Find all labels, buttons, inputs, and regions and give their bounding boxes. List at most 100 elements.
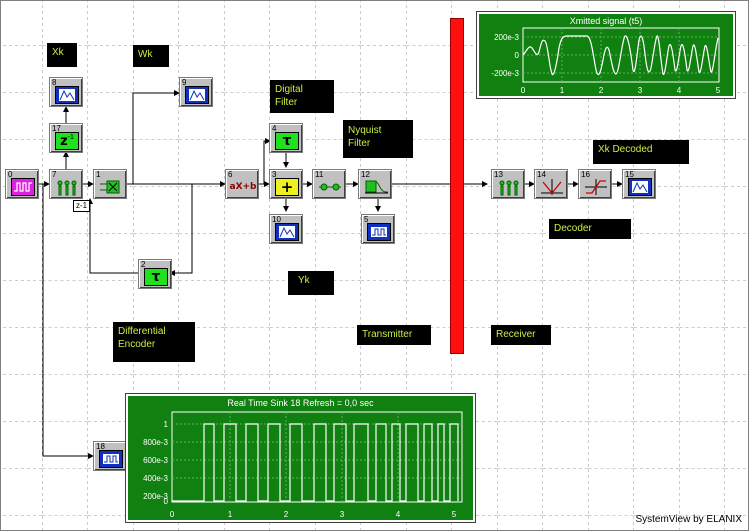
x-tick-label: 2 xyxy=(599,86,604,95)
y-tick-label: 200e-3 xyxy=(143,492,168,501)
y-tick-label: -200e-3 xyxy=(491,69,519,78)
block-number: 11 xyxy=(315,170,324,179)
plot-frame xyxy=(171,411,463,503)
label-transmitter: Transmitter xyxy=(357,325,431,345)
block-15-analysis-sink[interactable]: 15 xyxy=(622,169,656,199)
block-number: 5 xyxy=(364,215,369,224)
block-16-limiter[interactable]: 16 xyxy=(578,169,612,199)
real-time-sink-plot[interactable]: Real Time Sink 18 Refresh = 0,0 sec 1 80… xyxy=(125,393,476,523)
x-tick-label: 3 xyxy=(638,86,643,95)
x-tick-label: 1 xyxy=(228,510,233,519)
y-tick-label: 0 xyxy=(164,497,169,506)
pulse-train-icon xyxy=(11,178,35,196)
y-tick-label: 400e-3 xyxy=(143,474,168,483)
z-inverse-icon: z-1 xyxy=(55,132,79,150)
tau-glyph: τ xyxy=(282,133,292,149)
analysis-sink-icon xyxy=(275,223,299,241)
credit-text: SystemView by ELANIX xyxy=(635,514,742,525)
block-10-analysis-sink[interactable]: 10 xyxy=(269,214,303,244)
x-tick-label: 4 xyxy=(677,86,682,95)
label-digital-filter: Digital Filter xyxy=(270,80,334,113)
lowpass-filter-icon xyxy=(364,178,388,196)
block-number: 16 xyxy=(581,170,590,179)
block-2-delay[interactable]: 2 τ xyxy=(138,259,172,289)
block-number: 14 xyxy=(537,170,546,179)
sample-hold-icon xyxy=(318,178,342,196)
block-9-analysis-sink[interactable]: 9 xyxy=(179,77,213,107)
adder-plus-icon: + xyxy=(275,178,299,196)
block-1-adder-xor[interactable]: 1 xyxy=(93,169,127,199)
block-number: 18 xyxy=(96,442,105,451)
block-17-unit-delay[interactable]: 17 z-1 xyxy=(49,123,83,153)
block-number: 15 xyxy=(625,170,634,179)
square-wave-trace xyxy=(172,423,459,502)
label-differential-encoder: Differential Encoder xyxy=(113,322,195,362)
label-nyquist-filter: Nyquist Filter xyxy=(343,120,413,158)
z-glyph: z xyxy=(60,133,68,149)
label-wk: Wk xyxy=(133,45,169,67)
analysis-sink-icon xyxy=(55,86,79,104)
y-tick-label: 0 xyxy=(515,51,520,60)
block-number: 0 xyxy=(8,170,13,179)
label-yk: Yk xyxy=(288,271,334,295)
transmitter-receiver-divider xyxy=(450,18,464,354)
label-xk: Xk xyxy=(47,43,77,67)
delay-tag: z-1 xyxy=(73,200,91,212)
x-tick-label: 1 xyxy=(560,86,565,95)
block-number: 13 xyxy=(494,170,503,179)
plus-glyph: + xyxy=(280,178,294,196)
tau-glyph: τ xyxy=(151,269,161,285)
sampler-icon xyxy=(55,178,79,196)
block-5-real-time-sink[interactable]: 5 xyxy=(361,214,395,244)
block-number: 8 xyxy=(52,78,57,87)
block-4-delay[interactable]: 4 τ xyxy=(269,123,303,153)
wire-1-9[interactable] xyxy=(132,90,180,184)
label-decoder: Decoder xyxy=(549,219,631,239)
block-number: 17 xyxy=(52,124,61,133)
block-number: 2 xyxy=(141,260,146,269)
y-tick-label: 200e-3 xyxy=(494,33,519,42)
block-number: 12 xyxy=(361,170,370,179)
transmitted-signal-trace xyxy=(522,35,719,76)
xmitted-signal-plot[interactable]: Xmitted signal (t5) 200e-3 0 -200e-3 0 1… xyxy=(476,11,736,99)
block-number: 4 xyxy=(272,124,277,133)
block-3-adder[interactable]: 3 + xyxy=(269,169,303,199)
real-time-sink-icon xyxy=(99,450,123,468)
block-number: 3 xyxy=(272,170,277,179)
label-receiver: Receiver xyxy=(491,325,551,345)
x-tick-label: 0 xyxy=(521,86,526,95)
real-time-sink-icon xyxy=(367,223,391,241)
label-xk-decoded: Xk Decoded xyxy=(593,140,689,164)
wire-6-4[interactable] xyxy=(263,138,271,184)
plot-title: Real Time Sink 18 Refresh = 0,0 sec xyxy=(227,398,374,408)
block-6-polynomial[interactable]: 6 aX+b xyxy=(225,169,259,199)
wire-1-2[interactable] xyxy=(169,184,193,276)
block-11-impulse-converter[interactable]: 11 xyxy=(312,169,346,199)
block-12-nyquist-filter[interactable]: 12 xyxy=(358,169,392,199)
block-14-absolute-value[interactable]: 14 xyxy=(534,169,568,199)
wire-2-1[interactable] xyxy=(87,198,138,274)
block-13-sampler[interactable]: 13 xyxy=(491,169,525,199)
block-0-pulse-source[interactable]: 0 xyxy=(5,169,39,199)
x-tick-label: 3 xyxy=(340,510,345,519)
limiter-icon xyxy=(584,178,608,196)
absolute-value-icon xyxy=(540,178,564,196)
block-number: 6 xyxy=(228,170,233,179)
polynomial-icon: aX+b xyxy=(229,178,257,196)
block-number: 7 xyxy=(52,170,57,179)
ax-plus-b-glyph: aX+b xyxy=(229,182,257,192)
real-time-sink-svg: 1 800e-3 600e-3 400e-3 200e-3 0 0 1 2 3 … xyxy=(143,411,463,519)
xmitted-signal-svg: 200e-3 0 -200e-3 0 1 2 3 4 5 xyxy=(491,27,721,95)
wire-0-18[interactable] xyxy=(42,184,94,459)
sampler-icon xyxy=(497,178,521,196)
block-7-sampler[interactable]: 7 xyxy=(49,169,83,199)
z-exponent: -1 xyxy=(67,133,74,141)
block-number: 9 xyxy=(182,78,187,87)
block-18-real-time-sink[interactable]: 18 xyxy=(93,441,127,471)
delay-tau-icon: τ xyxy=(275,132,299,150)
modulo-adder-icon xyxy=(99,178,123,196)
block-8-analysis-sink[interactable]: 8 xyxy=(49,77,83,107)
block-number: 1 xyxy=(96,170,101,179)
x-tick-label: 0 xyxy=(170,510,175,519)
